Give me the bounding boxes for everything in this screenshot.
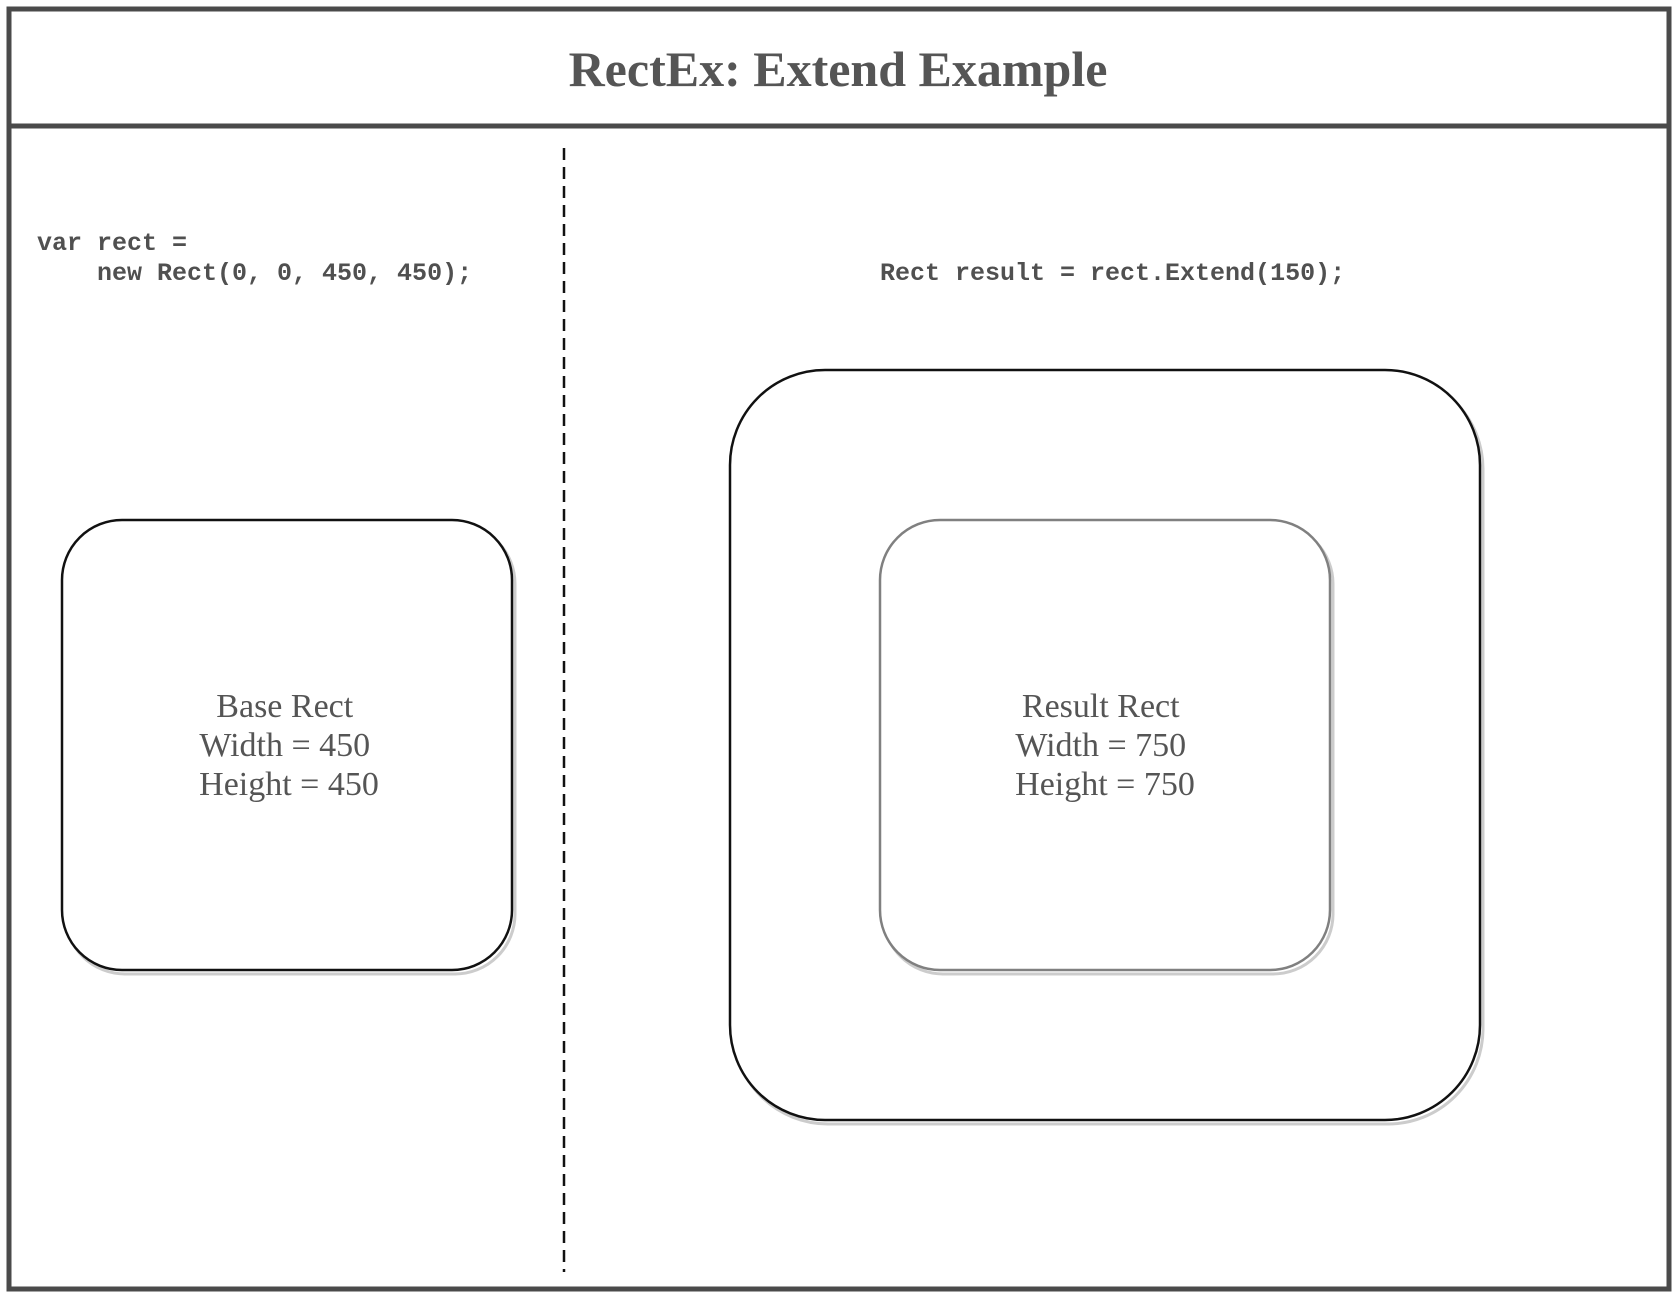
diagram-title: RectEx: Extend Example	[569, 41, 1108, 97]
base-rect-label-line: Base Rect	[216, 688, 353, 725]
original-rect	[878, 518, 1332, 972]
result-rect-label-line: Result Rect	[1022, 688, 1180, 725]
right-code-block: Rect result = rect.Extend(150);	[0, 0, 1390, 288]
base-rect-label-line: Width = 450	[199, 727, 370, 764]
result-rect-label-line: Width = 750	[1015, 727, 1186, 764]
base-rect-label: Base Rect Width = 450 Height = 450	[199, 688, 379, 803]
left-code-line: new Rect(0, 0, 450, 450);	[37, 259, 472, 288]
outer-frame	[6, 6, 1672, 1292]
result-rect-label: Result Rect Width = 750 Height = 750	[1015, 688, 1195, 803]
base-rect-label-line: Height = 450	[199, 766, 379, 803]
result-rect-label-line: Height = 750	[1015, 766, 1195, 803]
base-rect	[60, 518, 514, 972]
right-code-line: Rect result = rect.Extend(150);	[880, 259, 1345, 288]
left-code-line: var rect =	[37, 229, 187, 258]
left-code-block: var rect = new Rect(0, 0, 450, 450);	[0, 0, 517, 288]
